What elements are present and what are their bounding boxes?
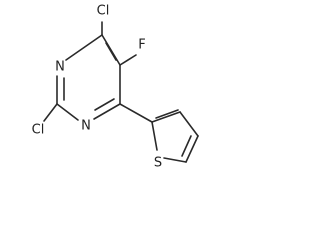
atom-label-f: F <box>138 38 145 53</box>
atom-label-cl-top: Cl <box>97 4 110 19</box>
bond-c6-n1 <box>93 103 121 120</box>
bond-th-c4-c5-inner <box>181 135 192 157</box>
atom-label-n-lower: N <box>81 119 91 134</box>
structure-canvas: Cl F N N Cl S <box>32 4 199 171</box>
bond-c4-c5-inner <box>105 42 117 61</box>
bond-c6-n1-inner <box>94 98 115 111</box>
bond-th-c2-c3 <box>151 111 181 123</box>
atom-label-cl-bottom: Cl <box>32 123 45 138</box>
bond-c5-f <box>119 54 137 66</box>
bond-th-c2-c3-inner <box>155 109 179 119</box>
bond-c2-cl <box>43 103 58 122</box>
atom-label-n-upper: N <box>55 60 65 75</box>
bond-th-c4-c5 <box>185 135 199 163</box>
bond-th-c5-s <box>163 157 187 163</box>
bond-th-c3-c4 <box>179 111 199 137</box>
bond-c6-thiophene <box>119 103 153 123</box>
bond-n3-c4 <box>65 34 103 61</box>
molecule-drawing: Cl F N N Cl S <box>32 4 199 171</box>
bond-n1-c2 <box>56 103 79 121</box>
atom-label-s: S <box>154 156 162 171</box>
bond-th-s-c2 <box>151 121 158 151</box>
